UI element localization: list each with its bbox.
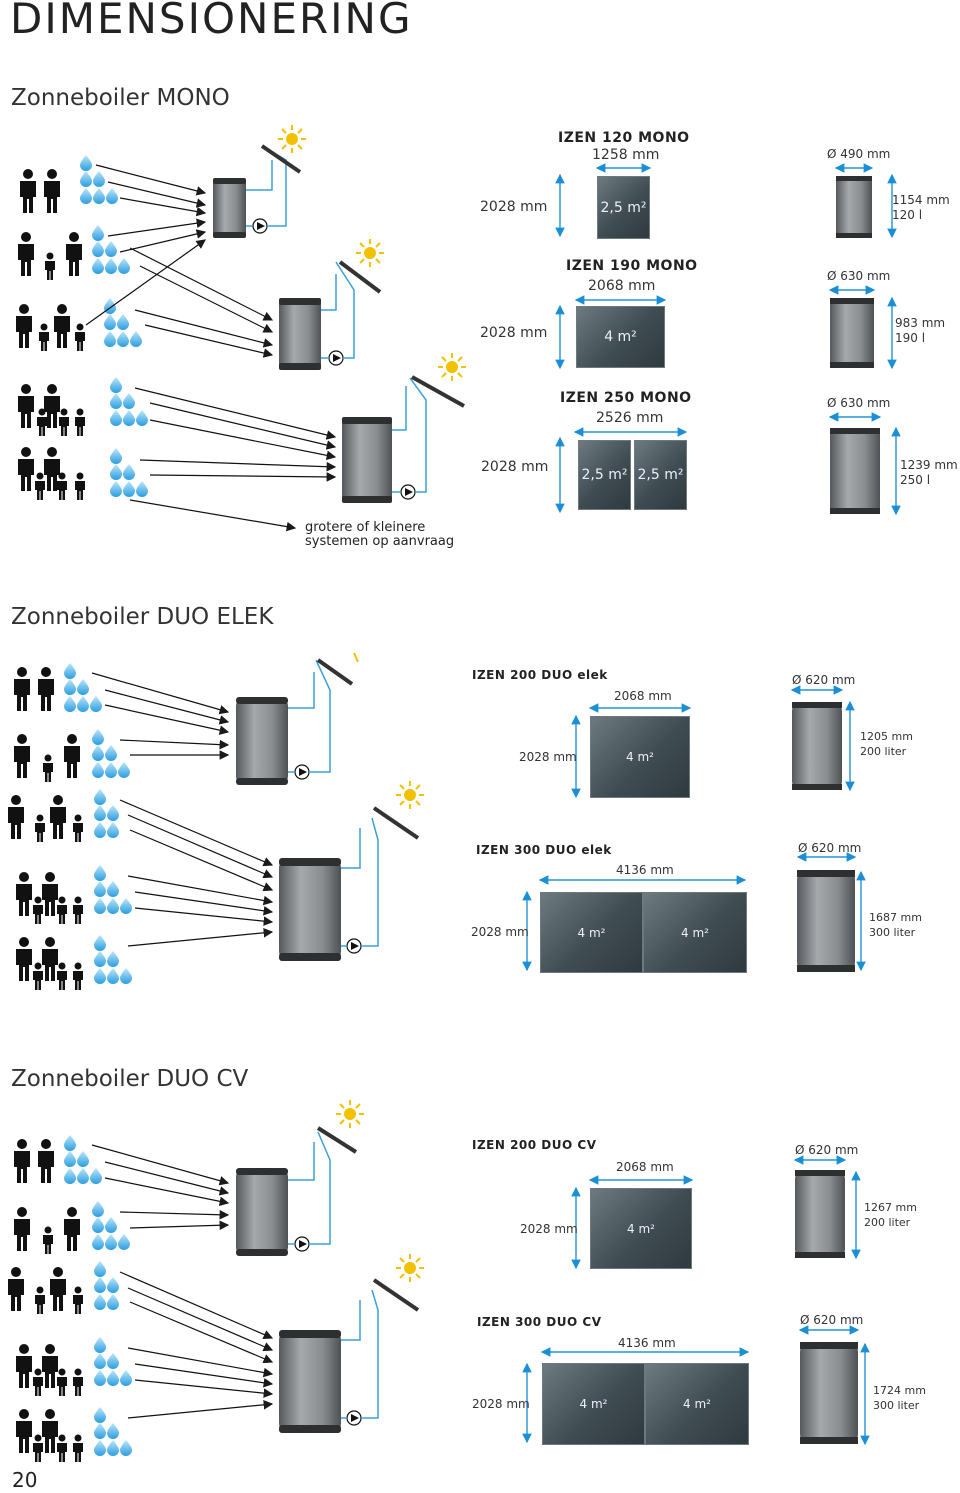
model-label: IZEN 300 DUO CV	[477, 1315, 602, 1329]
volume-label: 120 l	[892, 208, 923, 222]
elek-dim-tanks	[792, 702, 855, 972]
volume-label: 300 liter	[873, 1399, 920, 1412]
collector-panel: 4 m²	[542, 1363, 645, 1445]
height-label: 2028 mm	[519, 750, 577, 764]
collector-panel: 4 m²	[540, 892, 643, 973]
height-label: 2028 mm	[480, 325, 548, 341]
width-label: 2068 mm	[614, 689, 672, 703]
elek-tank-1	[236, 652, 359, 785]
mono-dim-tanks	[830, 176, 880, 514]
elek-people	[8, 667, 83, 990]
cv-tank-2	[279, 1253, 425, 1433]
mono-dimension-lines	[555, 163, 901, 516]
mono-tank-2	[279, 238, 385, 370]
height-label: 2028 mm	[481, 459, 549, 475]
volume-label: 250 l	[900, 473, 931, 487]
model-label: IZEN 120 MONO	[558, 130, 690, 146]
height-label: 2028 mm	[472, 1397, 530, 1411]
elek-arrows	[91, 672, 274, 947]
volume-label: 300 liter	[869, 926, 916, 939]
model-label: IZEN 250 MONO	[560, 390, 692, 406]
section-title-duo-cv: Zonneboiler DUO CV	[11, 1066, 249, 1092]
section-title-duo-elek: Zonneboiler DUO ELEK	[11, 604, 274, 630]
diameter-label: Ø 620 mm	[798, 841, 862, 855]
collector-panel: 4 m²	[643, 892, 747, 973]
cv-arrows	[91, 1144, 274, 1419]
mono-arrows	[85, 164, 337, 532]
model-label: IZEN 300 DUO elek	[476, 843, 612, 857]
note-line-1: grotere of kleinere	[305, 520, 426, 535]
diameter-label: Ø 490 mm	[827, 147, 891, 161]
width-label: 2068 mm	[616, 1160, 674, 1174]
section-title-mono: Zonneboiler MONO	[11, 85, 230, 111]
tank-height-label: 1267 mm	[864, 1201, 917, 1214]
elek-tank-2	[279, 780, 425, 961]
volume-label: 200 liter	[864, 1216, 911, 1229]
diameter-label: Ø 630 mm	[827, 396, 891, 410]
page-number: 20	[12, 1468, 38, 1492]
collector-panel: 4 m²	[590, 716, 690, 798]
collector-panel: 2,5 m²	[578, 440, 631, 510]
height-label: 2028 mm	[480, 199, 548, 215]
model-label: IZEN 200 DUO elek	[472, 668, 608, 682]
cv-people	[8, 1139, 83, 1462]
tank-height-label: 983 mm	[895, 316, 946, 330]
elek-dimension-lines	[522, 685, 866, 972]
diameter-label: Ø 620 mm	[800, 1313, 864, 1327]
collector-panel: 4 m²	[590, 1188, 692, 1269]
cv-dim-tanks	[795, 1170, 858, 1444]
diameter-label: Ø 630 mm	[827, 269, 891, 283]
diameter-label: Ø 620 mm	[795, 1143, 859, 1157]
page-title: DIMENSIONERING	[10, 0, 413, 43]
width-label: 2526 mm	[596, 410, 664, 426]
width-label: 4136 mm	[618, 1336, 676, 1350]
mono-drops	[80, 155, 148, 497]
tank-height-label: 1239 mm	[900, 458, 958, 472]
volume-label: 190 l	[895, 331, 926, 345]
tank-height-label: 1205 mm	[860, 730, 913, 743]
collector-panel: 2,5 m²	[634, 440, 687, 510]
collector-panel: 2,5 m²	[597, 176, 650, 239]
mono-tank-1	[213, 124, 307, 238]
collector-panel: 4 m²	[576, 306, 665, 368]
mono-people-group-1	[16, 169, 85, 500]
height-label: 2028 mm	[471, 925, 529, 939]
tank-height-label: 1154 mm	[892, 193, 950, 207]
note-line-2: systemen op aanvraag	[305, 534, 455, 549]
width-label: 1258 mm	[592, 147, 660, 163]
cv-dimension-lines	[522, 1155, 870, 1446]
diameter-label: Ø 620 mm	[792, 673, 856, 687]
volume-label: 200 liter	[860, 745, 907, 758]
collector-panel: 4 m²	[645, 1363, 749, 1445]
tank-height-label: 1724 mm	[873, 1384, 926, 1397]
mono-tank-3	[342, 352, 467, 503]
width-label: 2068 mm	[588, 278, 656, 294]
cv-tank-1	[236, 1099, 365, 1256]
model-label: IZEN 190 MONO	[566, 258, 698, 274]
model-label: IZEN 200 DUO CV	[472, 1138, 597, 1152]
height-label: 2028 mm	[520, 1222, 578, 1236]
width-label: 4136 mm	[616, 863, 674, 877]
tank-height-label: 1687 mm	[869, 911, 922, 924]
